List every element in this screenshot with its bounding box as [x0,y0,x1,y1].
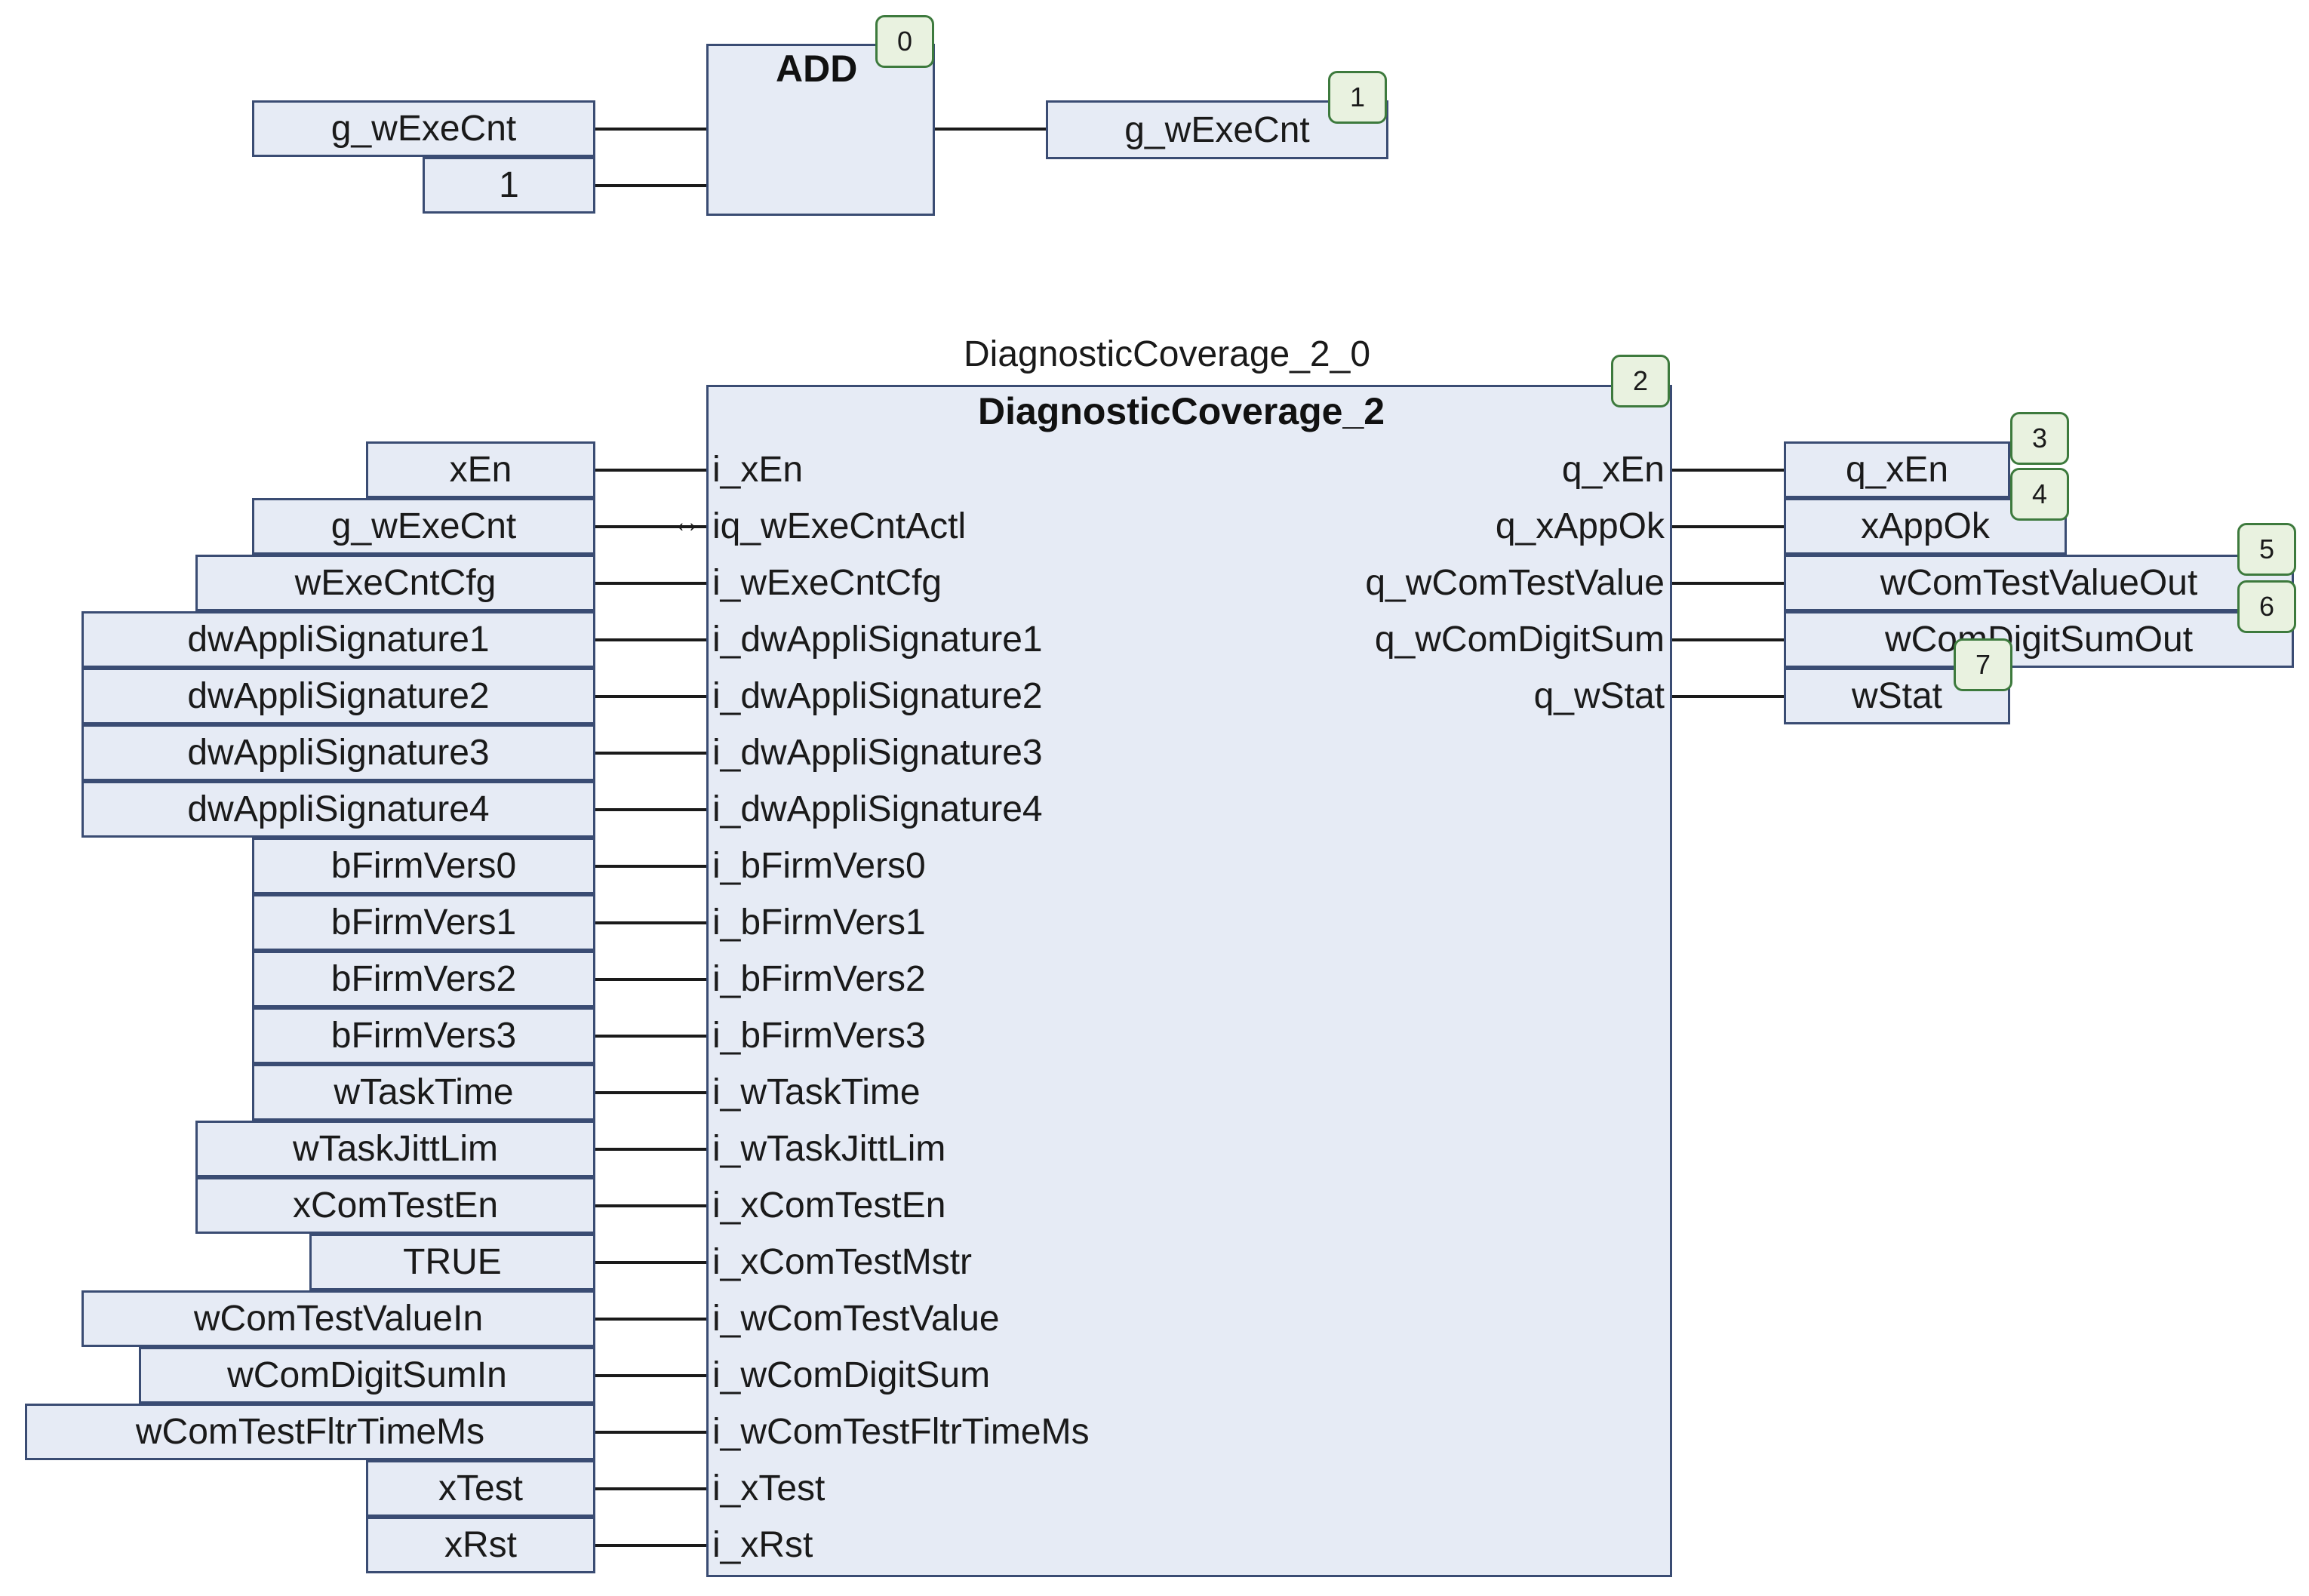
inout-arrow-icon: ↔ [672,506,702,539]
fb-input-wire [595,1318,706,1321]
fb-output-wire [1672,582,1784,585]
fb-input-pin: i_dwAppliSignature4 [712,789,1043,829]
fb-output-badge: 3 [2010,412,2069,465]
fb-output-var[interactable]: wComTestValueOut [1784,555,2294,611]
fb-input-pin: i_wTaskTime [712,1072,921,1112]
fb-input-pin: i_dwAppliSignature2 [712,676,1043,716]
fb-input-pin: i_wTaskJittLim [712,1129,946,1169]
fb-input-pin: i_xEn [712,450,804,490]
fb-output-pin: q_xAppOk [1495,506,1665,546]
fb-output-badge: 4 [2010,468,2069,521]
add-output-badge: 1 [1328,71,1387,124]
fb-input-var[interactable]: wTaskJittLim [195,1121,595,1177]
fb-input-var[interactable]: xRst [366,1517,595,1573]
fb-input-pin: i_xComTestMstr [712,1242,973,1282]
fb-input-pin: i_wComTestValue [712,1299,1000,1339]
fb-input-wire [595,1374,706,1377]
fb-input-var[interactable]: wExeCntCfg [195,555,595,611]
fb-input-wire [595,1148,706,1151]
fb-block[interactable] [706,385,1672,1577]
fb-input-wire [595,695,706,698]
fb-input-var[interactable]: bFirmVers1 [252,894,595,951]
fb-input-wire [595,1035,706,1038]
fb-output-badge: 7 [1954,638,2012,691]
fb-input-var[interactable]: g_wExeCnt [252,498,595,555]
fb-input-wire [595,808,706,811]
fb-input-pin: i_bFirmVers1 [712,903,926,943]
fb-input-wire [595,638,706,641]
fb-input-wire [595,1261,706,1264]
add-input-2[interactable]: 1 [423,157,595,214]
fb-input-var[interactable]: bFirmVers0 [252,838,595,894]
fb-input-var[interactable]: wComTestValueIn [81,1290,595,1347]
fb-input-var[interactable]: wComTestFltrTimeMs [25,1404,595,1460]
fb-input-var[interactable]: wTaskTime [252,1064,595,1121]
fb-input-pin: i_xComTestEn [712,1185,946,1225]
fb-output-pin: q_wStat [1533,676,1665,716]
fb-input-var[interactable]: dwAppliSignature2 [81,668,595,724]
fb-badge: 2 [1611,355,1670,407]
fb-input-pin: i_wExeCntCfg [712,563,942,603]
fb-output-pin: q_xEn [1561,450,1665,490]
fb-output-badge: 5 [2237,523,2296,576]
fb-input-wire [595,1204,706,1207]
fb-input-pin: i_bFirmVers3 [712,1016,926,1056]
add-wire-in-1 [595,128,706,131]
fb-input-wire [595,1487,706,1490]
fb-output-pin: q_wComTestValue [1365,563,1665,603]
fb-input-var[interactable]: TRUE [309,1234,595,1290]
fb-input-var[interactable]: dwAppliSignature4 [81,781,595,838]
fb-input-var[interactable]: xEn [366,441,595,498]
fb-input-wire [595,1544,706,1547]
fb-input-var[interactable]: bFirmVers2 [252,951,595,1007]
fb-input-pin: i_wComDigitSum [712,1355,991,1395]
fb-input-var[interactable]: dwAppliSignature1 [81,611,595,668]
fb-input-pin: i_wComTestFltrTimeMs [712,1412,1090,1452]
fb-instance-name[interactable]: DiagnosticCoverage_2_0 [964,334,1371,374]
fb-input-var[interactable]: xTest [366,1460,595,1517]
fb-input-wire [595,582,706,585]
fb-input-pin: i_dwAppliSignature1 [712,620,1043,660]
add-block-badge: 0 [875,15,934,68]
fb-input-wire [595,978,706,981]
fb-input-var[interactable]: bFirmVers3 [252,1007,595,1064]
fb-output-wire [1672,695,1784,698]
fb-input-pin: iq_wExeCntActl [712,506,967,546]
fb-input-wire [595,752,706,755]
add-block-title: ADD [776,48,858,90]
fb-input-wire [595,469,706,472]
add-wire-in-2 [595,184,706,187]
fb-output-pin: q_wComDigitSum [1374,620,1665,660]
fb-output-wire [1672,525,1784,528]
fb-input-pin: i_bFirmVers2 [712,959,926,999]
fb-type-name: DiagnosticCoverage_2 [978,390,1385,432]
fb-input-pin: i_xRst [712,1525,813,1565]
fb-input-wire [595,865,706,868]
fb-output-var[interactable]: q_xEn [1784,441,2010,498]
fb-output-wire [1672,469,1784,472]
fb-input-wire [595,1091,706,1094]
fb-output-wire [1672,638,1784,641]
add-block[interactable] [706,44,935,216]
add-input-1[interactable]: g_wExeCnt [252,100,595,157]
fb-input-wire [595,921,706,924]
fb-input-var[interactable]: dwAppliSignature3 [81,724,595,781]
fb-input-pin: i_xTest [712,1468,826,1508]
fb-output-badge: 6 [2237,580,2296,633]
fb-input-wire [595,525,706,528]
fb-input-var[interactable]: wComDigitSumIn [139,1347,595,1404]
fb-output-var[interactable]: wComDigitSumOut [1784,611,2294,668]
add-wire-out [935,128,1046,131]
fb-input-wire [595,1431,706,1434]
fb-input-pin: i_dwAppliSignature3 [712,733,1043,773]
fb-input-pin: i_bFirmVers0 [712,846,926,886]
fb-input-var[interactable]: xComTestEn [195,1177,595,1234]
